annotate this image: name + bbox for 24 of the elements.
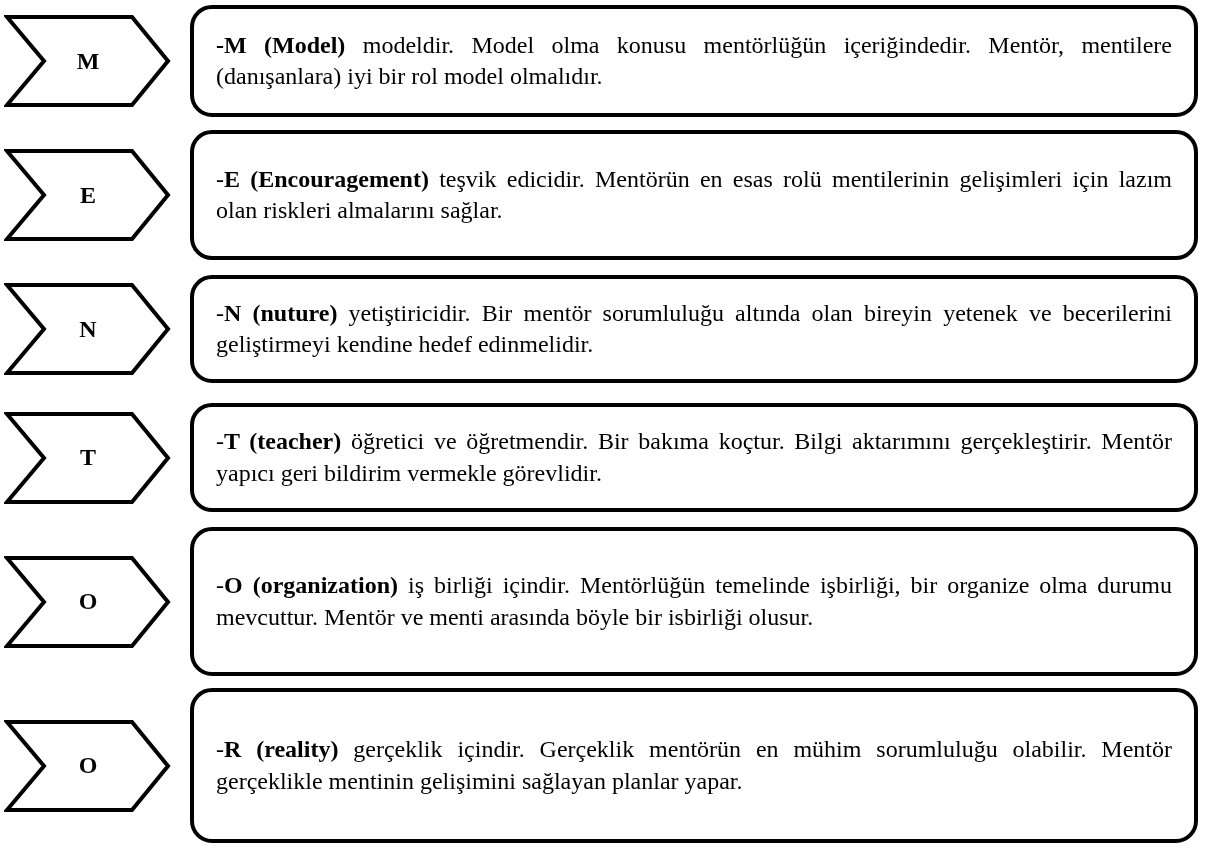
description-text: -M (Model) modeldir. Model olma konusu mentörlüğün içeriğindedir. Mentör, mentilere (danışanlara) iyi bir rol model olmalıdır.	[216, 30, 1172, 91]
chevron-shape	[4, 410, 172, 505]
letter-label: N	[79, 315, 97, 343]
description-text: -R (reality) gerçeklik içindir. Gerçeklik mentörün en mühim sorumluluğu olabilir. Mentör gerçeklikle mentinin gelişimini sağlayan planlar yapar.	[216, 735, 1172, 796]
rounded-box	[190, 527, 1198, 676]
rounded-box	[190, 275, 1198, 383]
description-text: -O (organization) iş birliği içindir. Mentörlüğün temelinde işbirliği, bir organize olma durumu mevcuttur. Mentör ve menti arasında böyle bir isbirliği olusur.	[216, 571, 1172, 632]
rounded-box	[190, 403, 1198, 512]
chevron-shape	[4, 148, 172, 242]
letter-label: O	[78, 588, 98, 615]
rounded-box	[190, 5, 1198, 117]
chevron-shape	[4, 282, 172, 376]
letter-label: O	[78, 752, 98, 779]
description-text: -E (Encouragement) teşvik edicidir. Mentörün en esas rolü mentilerinin gelişimleri için lazım olan riskleri almalarını sağlar.	[216, 164, 1172, 225]
letter-label: T	[80, 444, 96, 471]
rounded-box	[190, 130, 1198, 260]
chevron-shape	[4, 718, 172, 813]
description-text: -N (nuture) yetiştiricidir. Bir mentör sorumluluğu altında olan bireyin yetenek ve becerilerini geliştirmeyi kendine hedef edinmelidir.	[216, 298, 1172, 359]
letter-label: M	[76, 47, 100, 75]
chevron-shape	[4, 554, 172, 649]
chevron-shape	[4, 14, 172, 108]
letter-label: E	[80, 181, 96, 209]
description-text: -T (teacher) öğretici ve öğretmendir. Bir bakıma koçtur. Bilgi aktarımını gerçekleştirir. Mentör yapıcı geri bildirim vermekle görevlidir.	[216, 427, 1172, 488]
rounded-box	[190, 688, 1198, 843]
